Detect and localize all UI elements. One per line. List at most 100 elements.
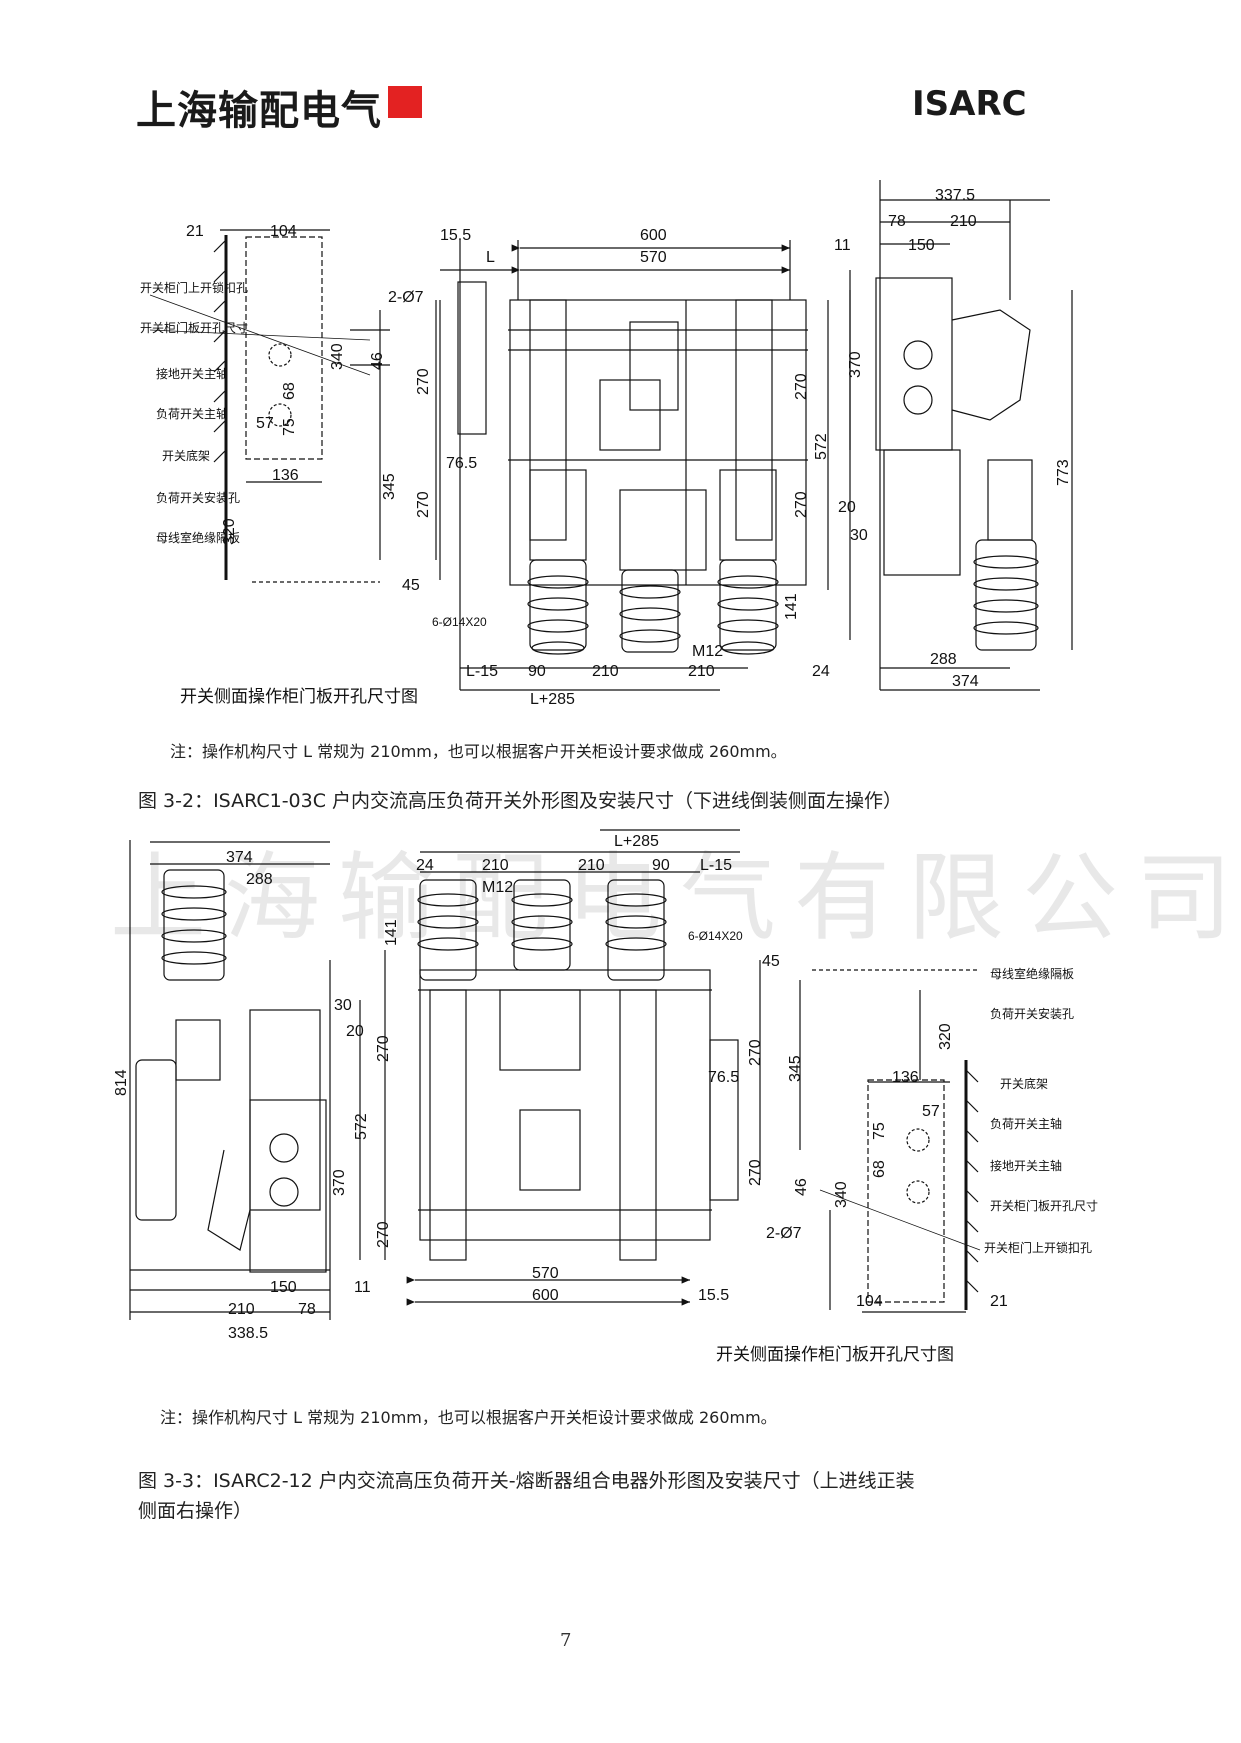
dim-15-5: 15.5 — [698, 1287, 729, 1304]
figure2-drawing — [129, 829, 981, 1320]
dim-337-5: 337.5 — [935, 187, 975, 204]
dim-150: 150 — [270, 1279, 297, 1296]
dim-46: 46 — [369, 352, 386, 370]
dim-270b: 270 — [375, 1221, 392, 1248]
dim-288: 288 — [246, 871, 273, 888]
dim-68: 68 — [281, 382, 298, 400]
label-mounting-hole: 负荷开关安装孔 — [990, 1006, 1074, 1021]
dim-57: 57 — [256, 415, 274, 432]
dim-104: 104 — [270, 223, 297, 240]
dim-21: 21 — [990, 1293, 1008, 1310]
dim-15-5: 15.5 — [440, 227, 471, 244]
dim-76-5: 76.5 — [446, 455, 477, 472]
dim-210b: 210 — [592, 663, 619, 680]
label-base-frame: 开关底架 — [162, 448, 210, 463]
dim-288: 288 — [930, 651, 957, 668]
dim-141: 141 — [783, 593, 800, 620]
label-mounting-hole: 负荷开关安装孔 — [156, 490, 240, 505]
figure1-subtitle: 开关侧面操作柜门板开孔尺寸图 — [180, 687, 418, 706]
dim-90: 90 — [528, 663, 546, 680]
dim-30: 30 — [334, 997, 352, 1014]
dim-24: 24 — [416, 857, 434, 874]
dim-M12: M12 — [482, 879, 513, 896]
dim-814: 814 — [113, 1069, 130, 1096]
brand-name: 上海输配电气 — [136, 88, 382, 134]
dim-45: 45 — [402, 577, 420, 594]
dim-45: 45 — [762, 953, 780, 970]
dim-320: 320 — [221, 518, 238, 545]
dim-345: 345 — [381, 473, 398, 500]
dim-572: 572 — [813, 433, 830, 460]
model-name: ISARC — [912, 84, 1027, 124]
figure1-component-labels: 开关柜门上开锁扣孔 开关柜门板开孔尺寸 接地开关主轴 负荷开关主轴 开关底架 负… — [140, 280, 418, 706]
dim-136: 136 — [892, 1069, 919, 1086]
dim-210c: 210 — [228, 1301, 255, 1318]
dim-20: 20 — [838, 499, 856, 516]
label-lock-hole: 开关柜门上开锁扣孔 — [140, 280, 248, 295]
dim-L-285: L+285 — [614, 833, 659, 850]
figure1-drawing — [149, 180, 1073, 691]
dim-773: 773 — [1055, 459, 1072, 486]
label-door-cutout: 开关柜门板开孔尺寸 — [140, 320, 248, 335]
dim-20: 20 — [346, 1023, 364, 1040]
watermark: 上海输配电气有限公司 — [110, 842, 1241, 954]
dim-345: 345 — [787, 1055, 804, 1082]
label-lock-hole: 开关柜门上开锁扣孔 — [984, 1240, 1092, 1255]
dim-370: 370 — [847, 351, 864, 378]
dim-57: 57 — [922, 1103, 940, 1120]
dim-78: 78 — [888, 213, 906, 230]
dim-L-15: L-15 — [466, 663, 498, 680]
dim-570: 570 — [640, 249, 667, 266]
dim-270c: 270 — [747, 1039, 764, 1066]
label-busbar-insulation: 母线室绝缘隔板 — [990, 966, 1074, 981]
dim-210c: 210 — [688, 663, 715, 680]
brand-logo-square — [388, 86, 422, 118]
dim-210b: 210 — [578, 857, 605, 874]
dim-68: 68 — [871, 1160, 888, 1178]
dim-76-5: 76.5 — [708, 1069, 739, 1086]
label-load-shaft: 负荷开关主轴 — [990, 1116, 1062, 1131]
dim-2phi7: 2-Ø7 — [388, 289, 424, 306]
dim-30: 30 — [850, 527, 868, 544]
dim-600: 600 — [532, 1287, 559, 1304]
label-busbar-insulation: 母线室绝缘隔板 — [156, 530, 240, 545]
figure2-component-labels: 母线室绝缘隔板 负荷开关安装孔 开关底架 负荷开关主轴 接地开关主轴 开关柜门板… — [716, 966, 1098, 1364]
dim-6phi14x20: 6-Ø14X20 — [688, 929, 743, 943]
dim-270b: 270 — [415, 491, 432, 518]
dim-L: L — [486, 249, 495, 266]
dim-90: 90 — [652, 857, 670, 874]
dim-L-285: L+285 — [530, 691, 575, 708]
dim-210: 210 — [950, 213, 977, 230]
dim-11: 11 — [354, 1279, 371, 1296]
dim-21: 21 — [186, 223, 204, 240]
dim-270a: 270 — [375, 1035, 392, 1062]
figure2-subtitle: 开关侧面操作柜门板开孔尺寸图 — [716, 1345, 954, 1364]
dim-600: 600 — [640, 227, 667, 244]
dim-210a: 210 — [482, 857, 509, 874]
dim-L-15: L-15 — [700, 857, 732, 874]
figure1-note: 注：操作机构尺寸 L 常规为 210mm，也可以根据客户开关柜设计要求做成 26… — [170, 742, 787, 761]
dim-340: 340 — [329, 343, 346, 370]
dim-136: 136 — [272, 467, 299, 484]
label-base-frame: 开关底架 — [1000, 1076, 1048, 1091]
dim-270d: 270 — [747, 1159, 764, 1186]
dim-75: 75 — [871, 1122, 888, 1140]
dim-M12: M12 — [692, 643, 723, 660]
dim-370: 370 — [331, 1169, 348, 1196]
figure2-caption-line1: 图 3-3：ISARC2-12 户内交流高压负荷开关-熔断器组合电器外形图及安装… — [138, 1470, 915, 1492]
dim-570: 570 — [532, 1265, 559, 1282]
dim-75: 75 — [281, 418, 298, 436]
label-load-shaft: 负荷开关主轴 — [156, 406, 228, 421]
dim-2phi7: 2-Ø7 — [766, 1225, 802, 1242]
figure1-caption: 图 3-2：ISARC1-03C 户内交流高压负荷开关外形图及安装尺寸（下进线倒… — [138, 790, 903, 812]
dim-340: 340 — [833, 1181, 850, 1208]
label-earthing-shaft: 接地开关主轴 — [156, 366, 228, 381]
figure2-note: 注：操作机构尺寸 L 常规为 210mm，也可以根据客户开关柜设计要求做成 26… — [160, 1408, 777, 1427]
dim-11: 11 — [834, 237, 851, 254]
dim-78: 78 — [298, 1301, 316, 1318]
dim-46: 46 — [793, 1178, 810, 1196]
figure2-caption-line2: 侧面右操作） — [138, 1500, 253, 1522]
dim-320: 320 — [937, 1023, 954, 1050]
dim-572: 572 — [353, 1113, 370, 1140]
